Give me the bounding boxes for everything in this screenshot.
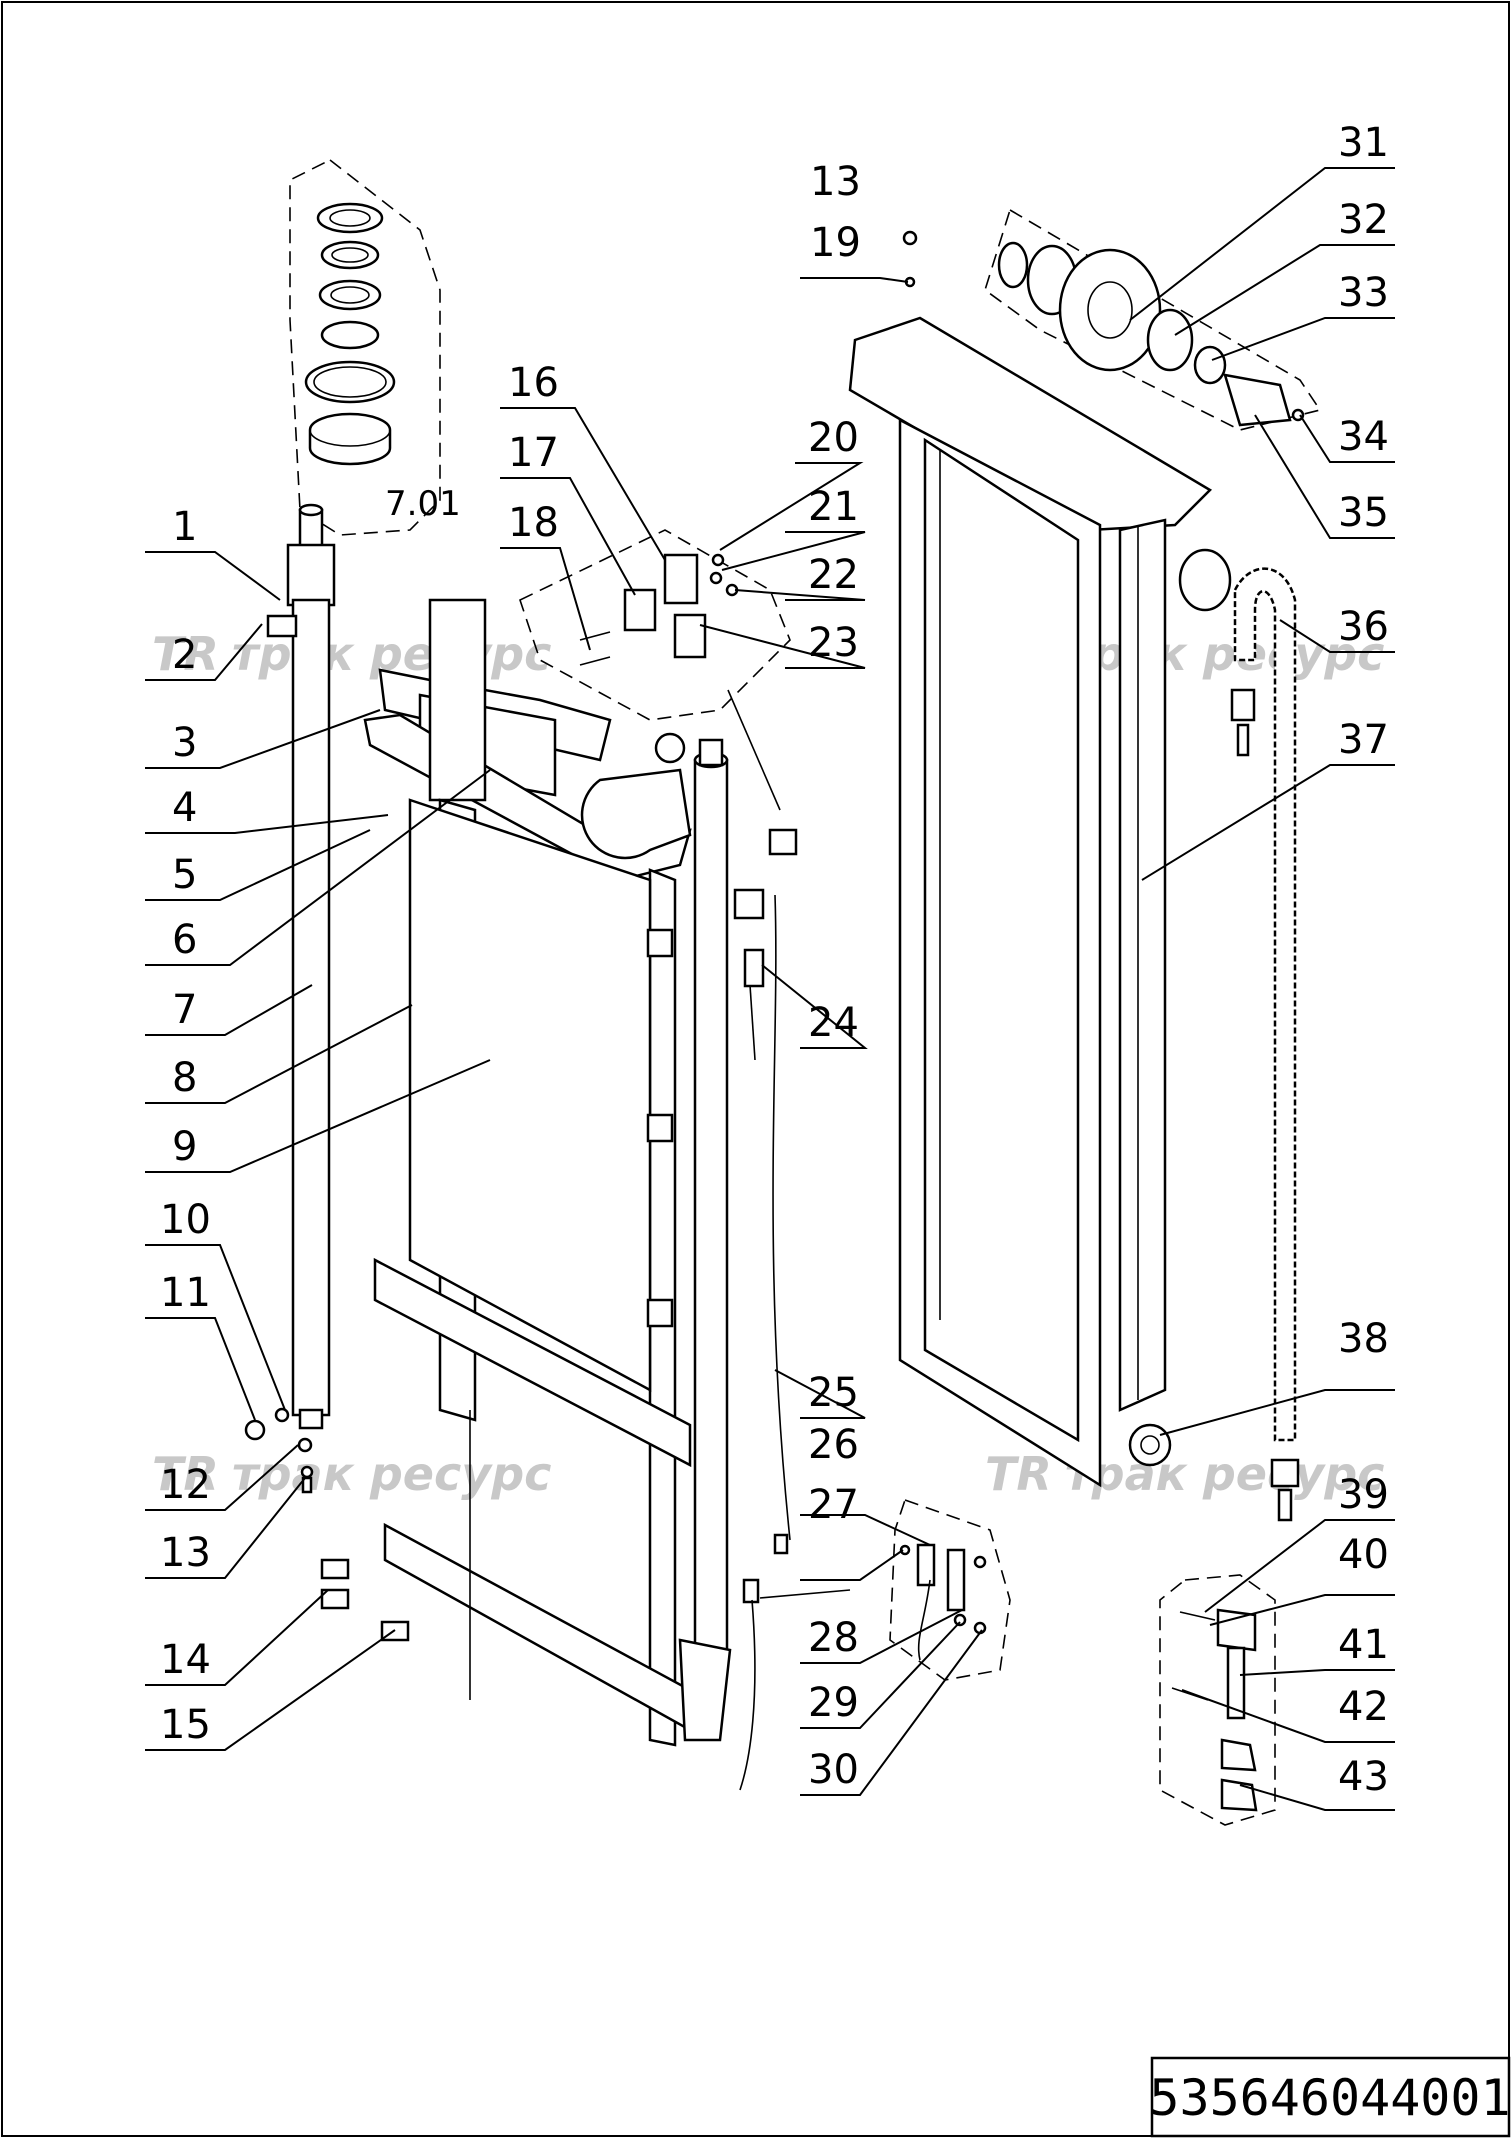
callout-13-left: 13: [160, 1530, 211, 1576]
callout-31: 31: [1338, 120, 1389, 166]
sensor-cable-part: [733, 888, 851, 1791]
callout-5: 5: [172, 852, 197, 898]
callout-numbers: 1 2 3 4 5 6 7 8 9 10 11 12 13 13 14 15 1…: [160, 120, 1389, 1800]
callout-12: 12: [160, 1462, 211, 1508]
callout-14: 14: [160, 1637, 211, 1683]
callout-21: 21: [808, 484, 859, 530]
callout-42: 42: [1338, 1684, 1389, 1730]
callout-29: 29: [808, 1680, 859, 1726]
watermark-top-left: TR трак ресурс: [152, 627, 551, 681]
callout-41: 41: [1338, 1622, 1389, 1668]
carriage-frame-part: [363, 598, 732, 1747]
callout-40: 40: [1338, 1532, 1389, 1578]
callout-8: 8: [172, 1055, 197, 1101]
callout-7: 7: [172, 987, 197, 1033]
callout-36: 36: [1338, 604, 1389, 650]
chain-part: [1230, 567, 1300, 1522]
watermark-bottom-right: TR трак ресурс: [985, 1447, 1384, 1501]
callout-30: 30: [808, 1747, 859, 1793]
pulley-group-part: [902, 208, 1322, 612]
callout-24: 24: [808, 1000, 859, 1046]
seal-kit-group: 7.01: [289, 159, 461, 536]
svg-text:TR: TR: [985, 1447, 1052, 1501]
callout-43: 43: [1338, 1754, 1389, 1800]
callout-4: 4: [172, 785, 197, 831]
callout-32: 32: [1338, 197, 1389, 243]
callout-15: 15: [160, 1702, 211, 1748]
callout-35: 35: [1338, 490, 1389, 536]
leader-lines: [145, 167, 1395, 1811]
callout-10: 10: [160, 1197, 211, 1243]
callout-1: 1: [172, 504, 197, 550]
svg-text:трак ресурс: трак ресурс: [1065, 627, 1384, 681]
document-number: 535646044001: [1149, 2069, 1510, 2127]
callout-33: 33: [1338, 270, 1389, 316]
svg-text:трак ресурс: трак ресурс: [232, 1447, 551, 1501]
bracket-group-part: [889, 1498, 1011, 1681]
svg-text:TR: TR: [152, 627, 219, 681]
callout-6: 6: [172, 917, 197, 963]
callout-2: 2: [172, 632, 197, 678]
callout-34: 34: [1338, 414, 1389, 460]
callout-13-top: 13: [810, 159, 861, 205]
callout-18: 18: [508, 500, 559, 546]
subassembly-label: 7.01: [385, 484, 461, 524]
callout-27: 27: [808, 1482, 859, 1528]
callout-37: 37: [1338, 717, 1389, 763]
switch-cluster-part: [519, 529, 798, 856]
callout-25: 25: [808, 1370, 859, 1416]
cylinder-rod-part: [244, 503, 410, 1642]
title-block: [1150, 2056, 1511, 2138]
svg-text:трак ресурс: трак ресурс: [1065, 1447, 1384, 1501]
callout-17: 17: [508, 430, 559, 476]
callout-19: 19: [810, 220, 861, 266]
callout-20: 20: [808, 415, 859, 461]
callout-28: 28: [808, 1615, 859, 1661]
svg-text:TR: TR: [152, 1447, 219, 1501]
callout-3: 3: [172, 720, 197, 766]
callout-11: 11: [160, 1270, 211, 1316]
callout-26: 26: [808, 1422, 859, 1468]
callout-38: 38: [1338, 1316, 1389, 1362]
callout-23: 23: [808, 620, 859, 666]
callout-9: 9: [172, 1124, 197, 1170]
watermark-bottom-left: TR трак ресурс: [152, 1447, 551, 1501]
callout-22: 22: [808, 552, 859, 598]
callout-16: 16: [508, 360, 559, 406]
callout-39: 39: [1338, 1472, 1389, 1518]
mast-part: [848, 316, 1213, 1488]
